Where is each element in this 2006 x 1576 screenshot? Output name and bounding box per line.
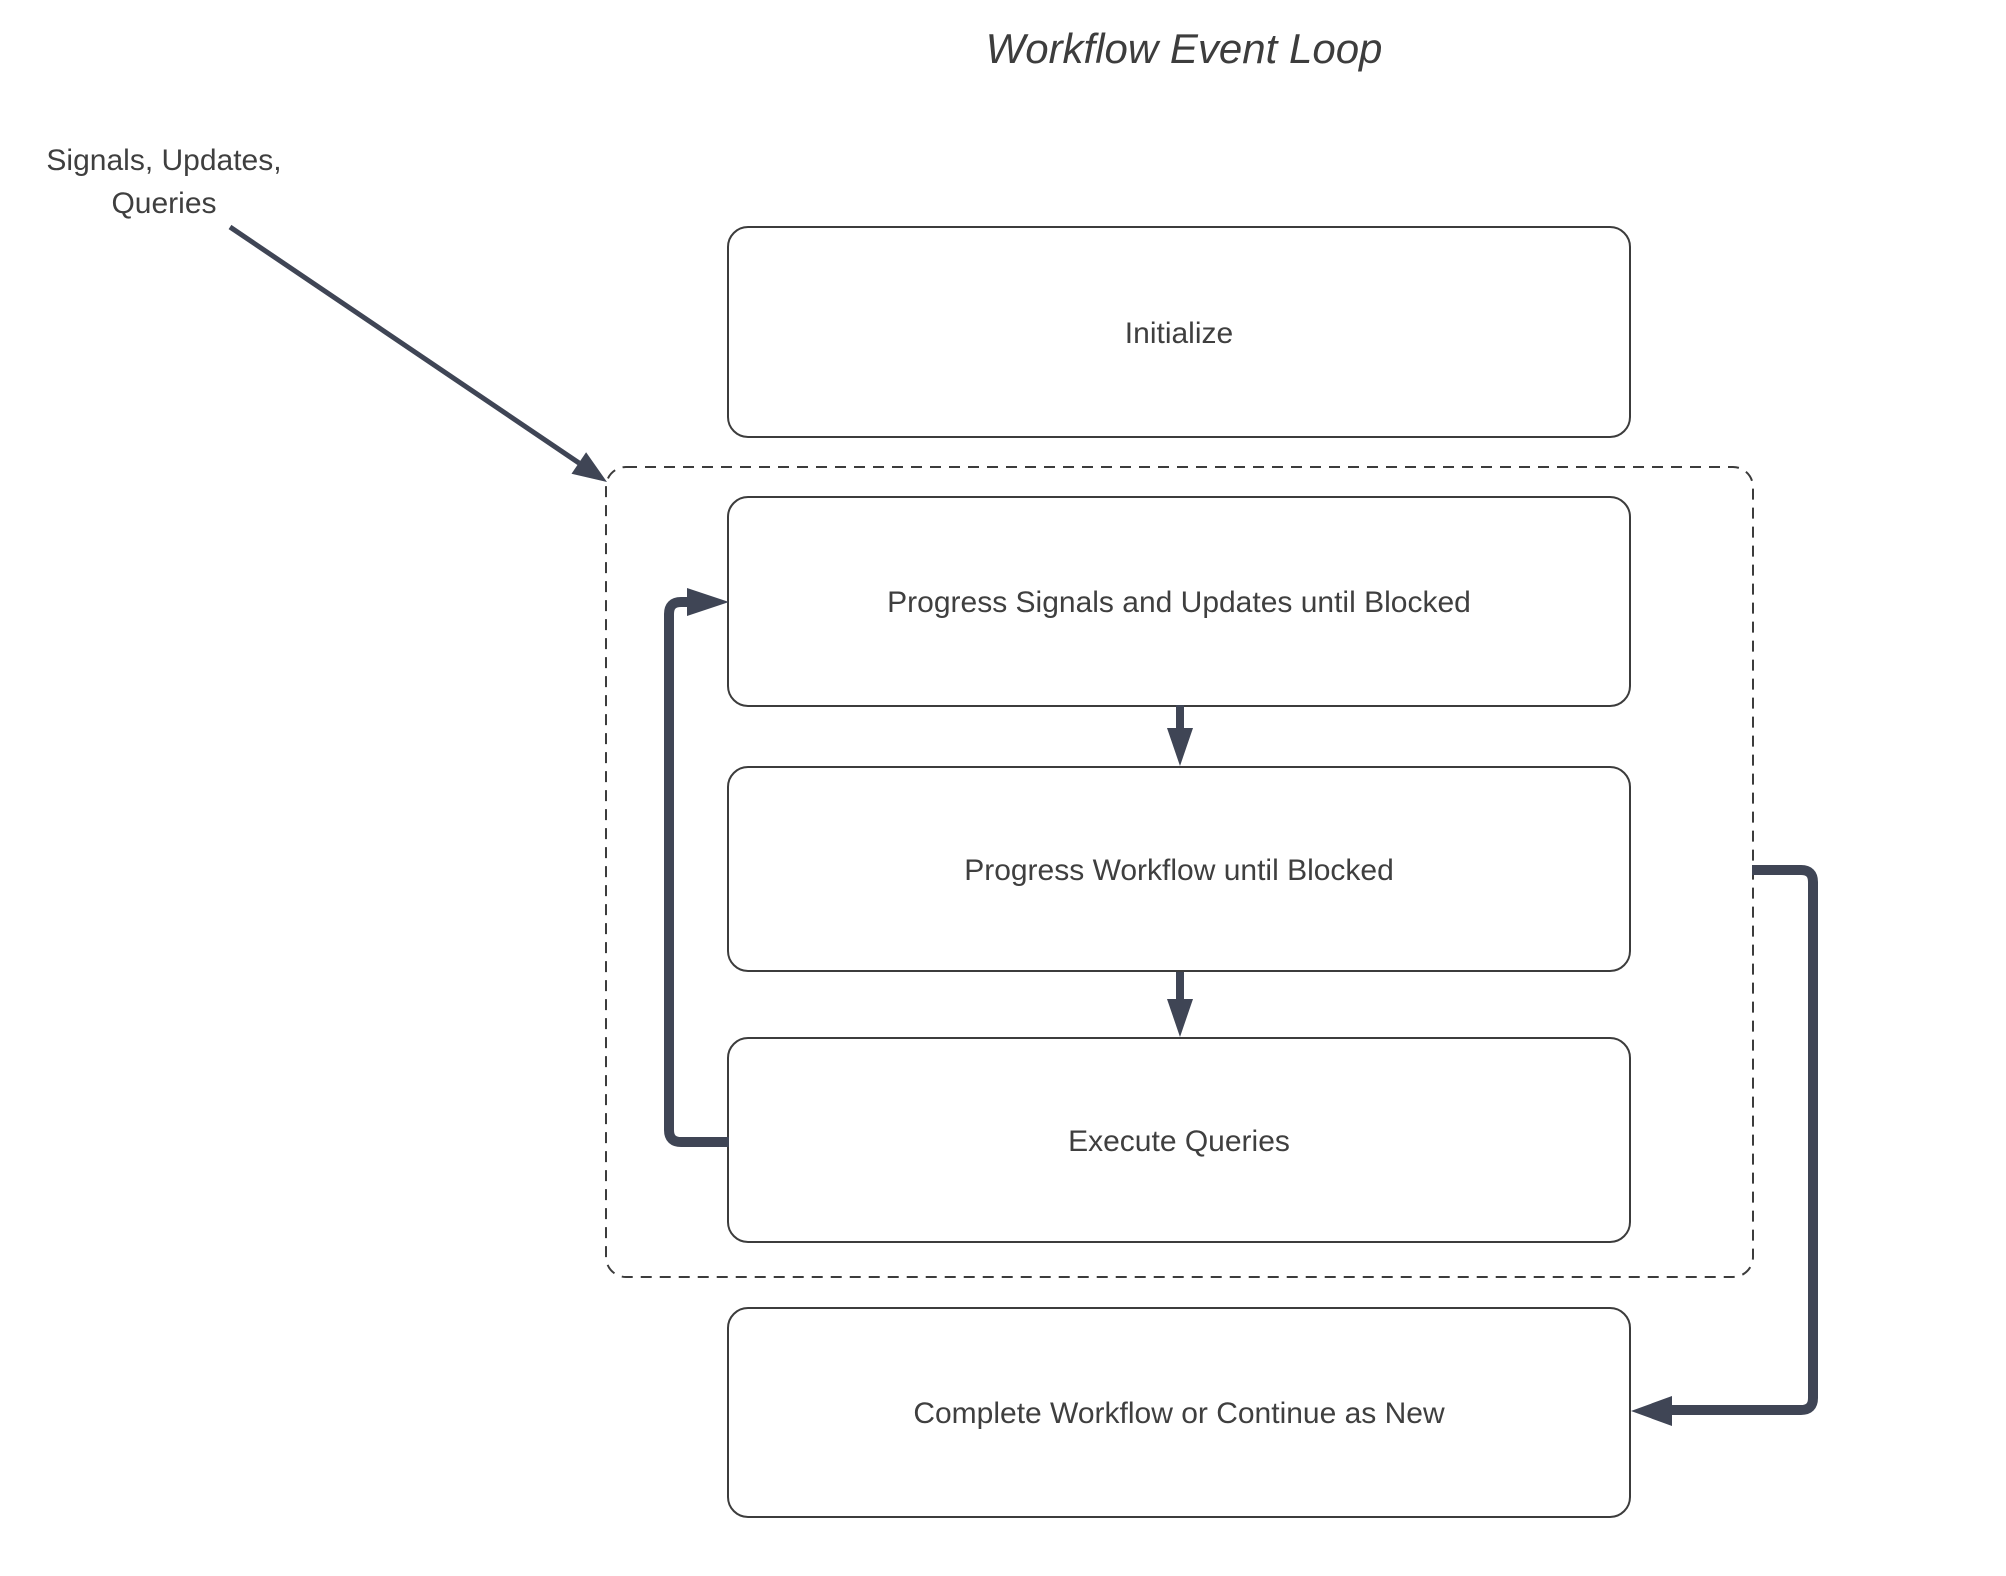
arrowhead-right-icon (687, 588, 729, 616)
progress-workflow-node-label: Progress Workflow until Blocked (964, 854, 1394, 887)
connector-workflow-to-queries (1167, 972, 1193, 1037)
arrowhead-down-right-icon (571, 452, 607, 482)
initialize-node-label: Initialize (1125, 317, 1233, 350)
connector-group-to-complete (1631, 865, 1818, 1426)
complete-workflow-node (727, 1307, 1631, 1518)
connector-queries-loopback-line (664, 597, 729, 1147)
arrowhead-left-icon (1631, 1396, 1672, 1426)
connector-external-to-group (228, 224, 607, 482)
external-events-label-line2: Queries (111, 187, 216, 220)
diagram-title: Workflow Event Loop (986, 25, 1383, 72)
connector-external-line (228, 224, 581, 466)
progress-workflow-node (727, 766, 1631, 972)
arrowhead-down-icon (1167, 728, 1193, 766)
external-events-label-line1: Signals, Updates, (46, 144, 281, 177)
connector-group-to-complete-line (1672, 865, 1818, 1415)
external-events-label: Signals, Updates, Queries (46, 144, 281, 220)
connector-queries-loopback (664, 588, 729, 1147)
progress-signals-node-label: Progress Signals and Updates until Block… (887, 586, 1471, 619)
initialize-node (727, 226, 1631, 438)
arrowhead-down-icon (1167, 999, 1193, 1037)
connector-signals-to-workflow (1167, 705, 1193, 766)
execute-queries-node-label: Execute Queries (1068, 1125, 1290, 1158)
complete-workflow-node-label: Complete Workflow or Continue as New (913, 1397, 1445, 1430)
